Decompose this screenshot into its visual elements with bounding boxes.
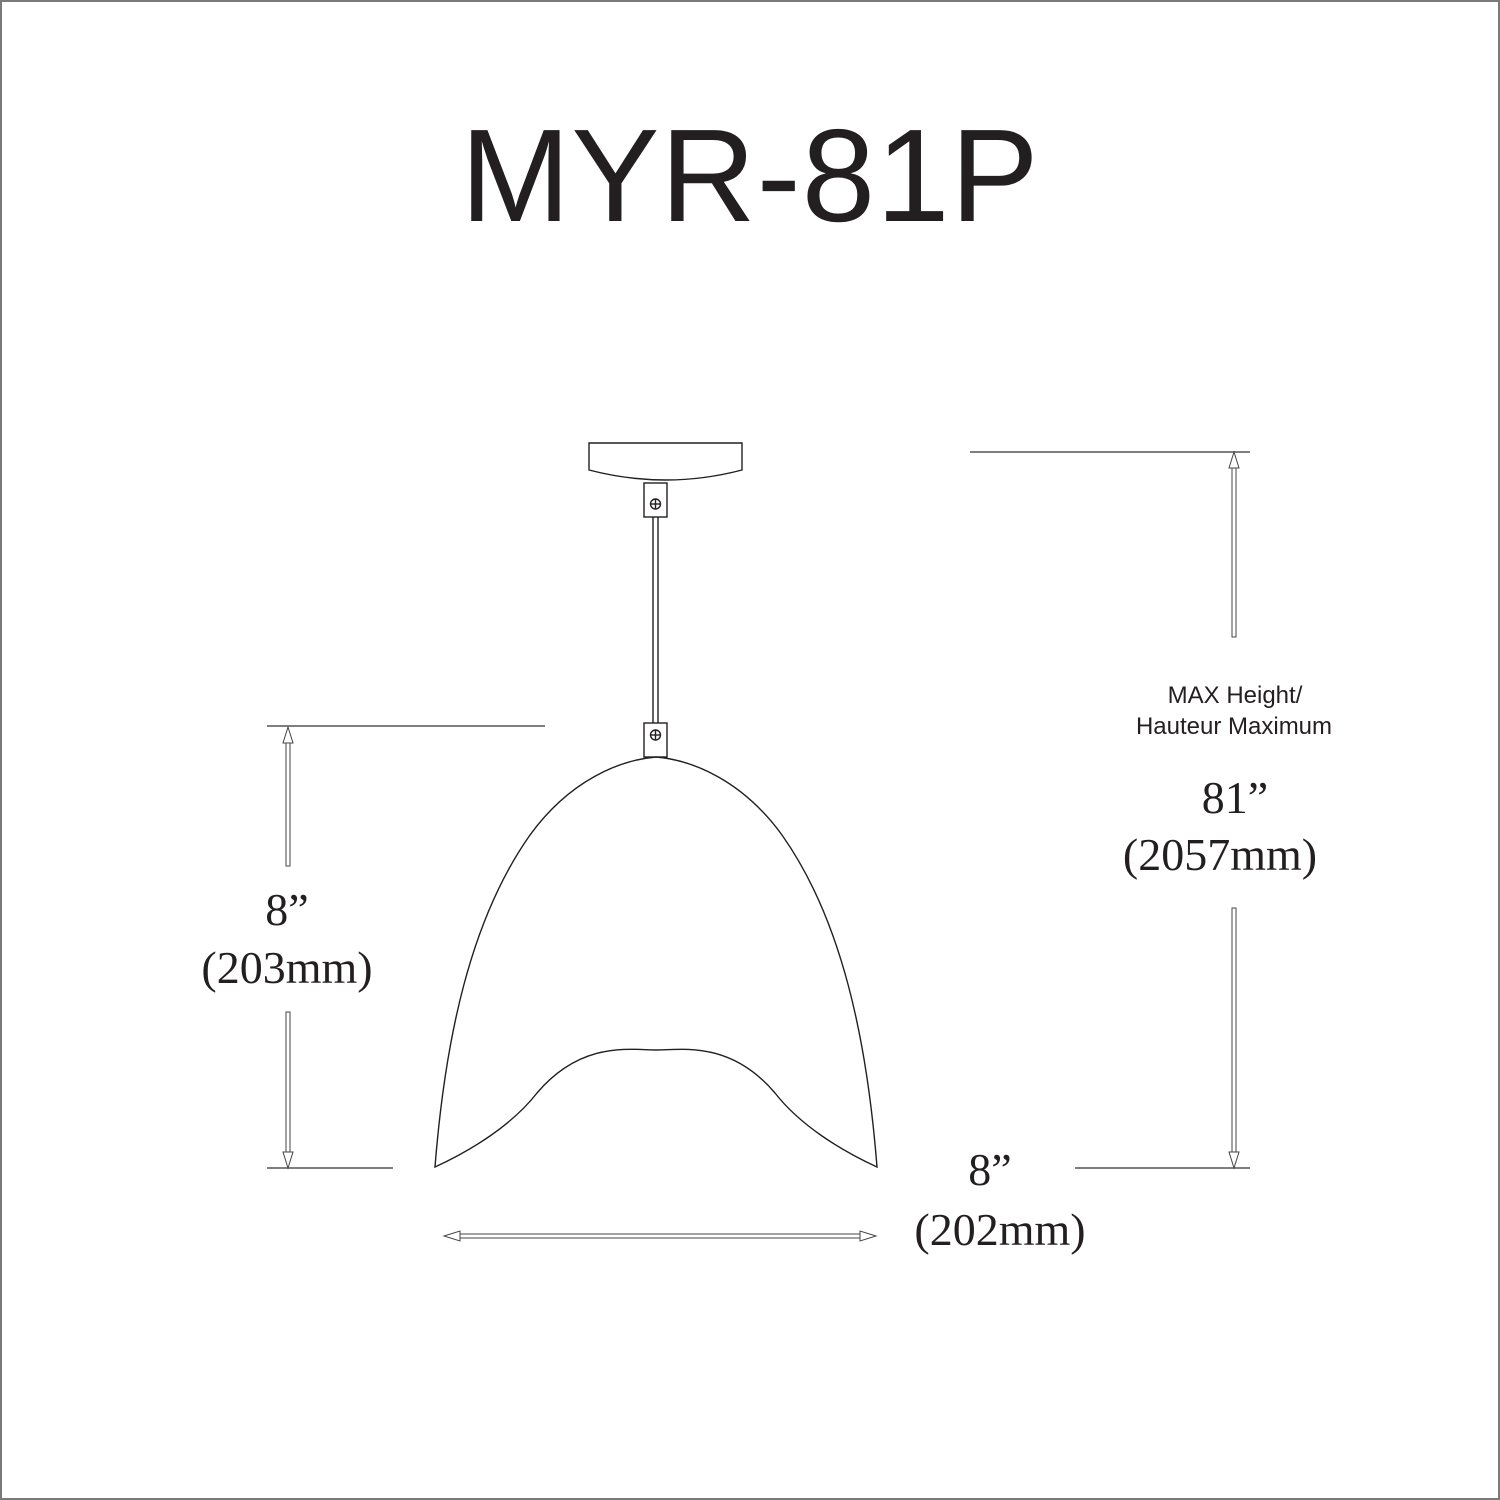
height-inches-label: 8”	[265, 884, 309, 935]
max-height-mm-label: (2057mm)	[1122, 829, 1318, 880]
height-mm-label: (203mm)	[201, 942, 373, 993]
screw-icon	[649, 729, 662, 741]
shade-outline	[434, 756, 878, 1169]
upper-clamp	[643, 482, 668, 518]
screw-icon	[649, 498, 662, 510]
max-height-label-fr: Hauteur Maximum	[1135, 713, 1333, 740]
width-mm-label: (202mm)	[914, 1204, 1086, 1255]
max-height-dimension-arrow	[1228, 450, 1240, 1170]
max-height-label-en: MAX Height/	[1167, 682, 1303, 709]
canopy	[588, 442, 743, 481]
max-height-inches-label: 81”	[1201, 772, 1269, 823]
width-dimension-arrow	[442, 1230, 878, 1242]
width-inches-label: 8”	[968, 1144, 1012, 1195]
model-title: MYR-81P	[460, 102, 1040, 249]
height-dimension-arrow	[282, 725, 294, 1170]
